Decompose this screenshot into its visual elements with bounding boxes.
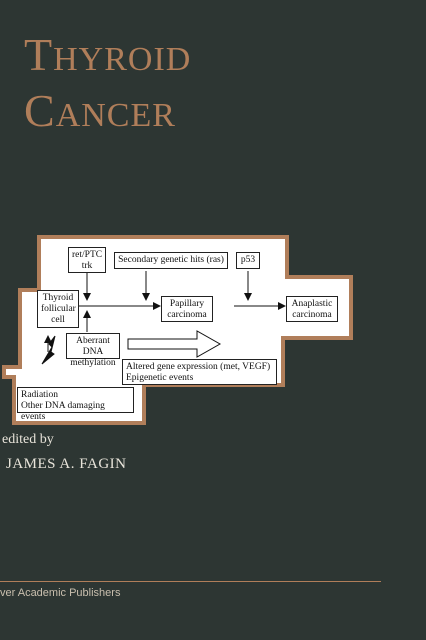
- box-radiation: Radiation Other DNA damaging events: [17, 387, 134, 422]
- box-anaplastic: Anaplastic carcinoma: [286, 296, 338, 322]
- lightning-icon: [41, 335, 56, 365]
- title-line-1: THYROID: [24, 29, 192, 80]
- edited-by-label: edited by: [2, 432, 54, 447]
- box-p53: p53: [236, 252, 260, 269]
- title-line-2: CANCER: [24, 85, 176, 136]
- box-altered-expression: Altered gene expression (met, VEGF) Epig…: [122, 359, 277, 385]
- box-ret-ptc: ret/PTC trk: [68, 247, 106, 273]
- editor-name: JAMES A. FAGIN: [6, 456, 127, 472]
- box-secondary-hits: Secondary genetic hits (ras): [114, 252, 228, 269]
- box-thyroid-cell: Thyroid follicular cell: [37, 290, 79, 328]
- divider-rule: [0, 581, 381, 582]
- box-papillary: Papillary carcinoma: [161, 296, 213, 322]
- box-aberrant-methylation: Aberrant DNA methylation: [66, 333, 120, 368]
- publisher-name: ver Academic Publishers: [0, 587, 121, 599]
- epigenetic-arrow: [127, 330, 222, 358]
